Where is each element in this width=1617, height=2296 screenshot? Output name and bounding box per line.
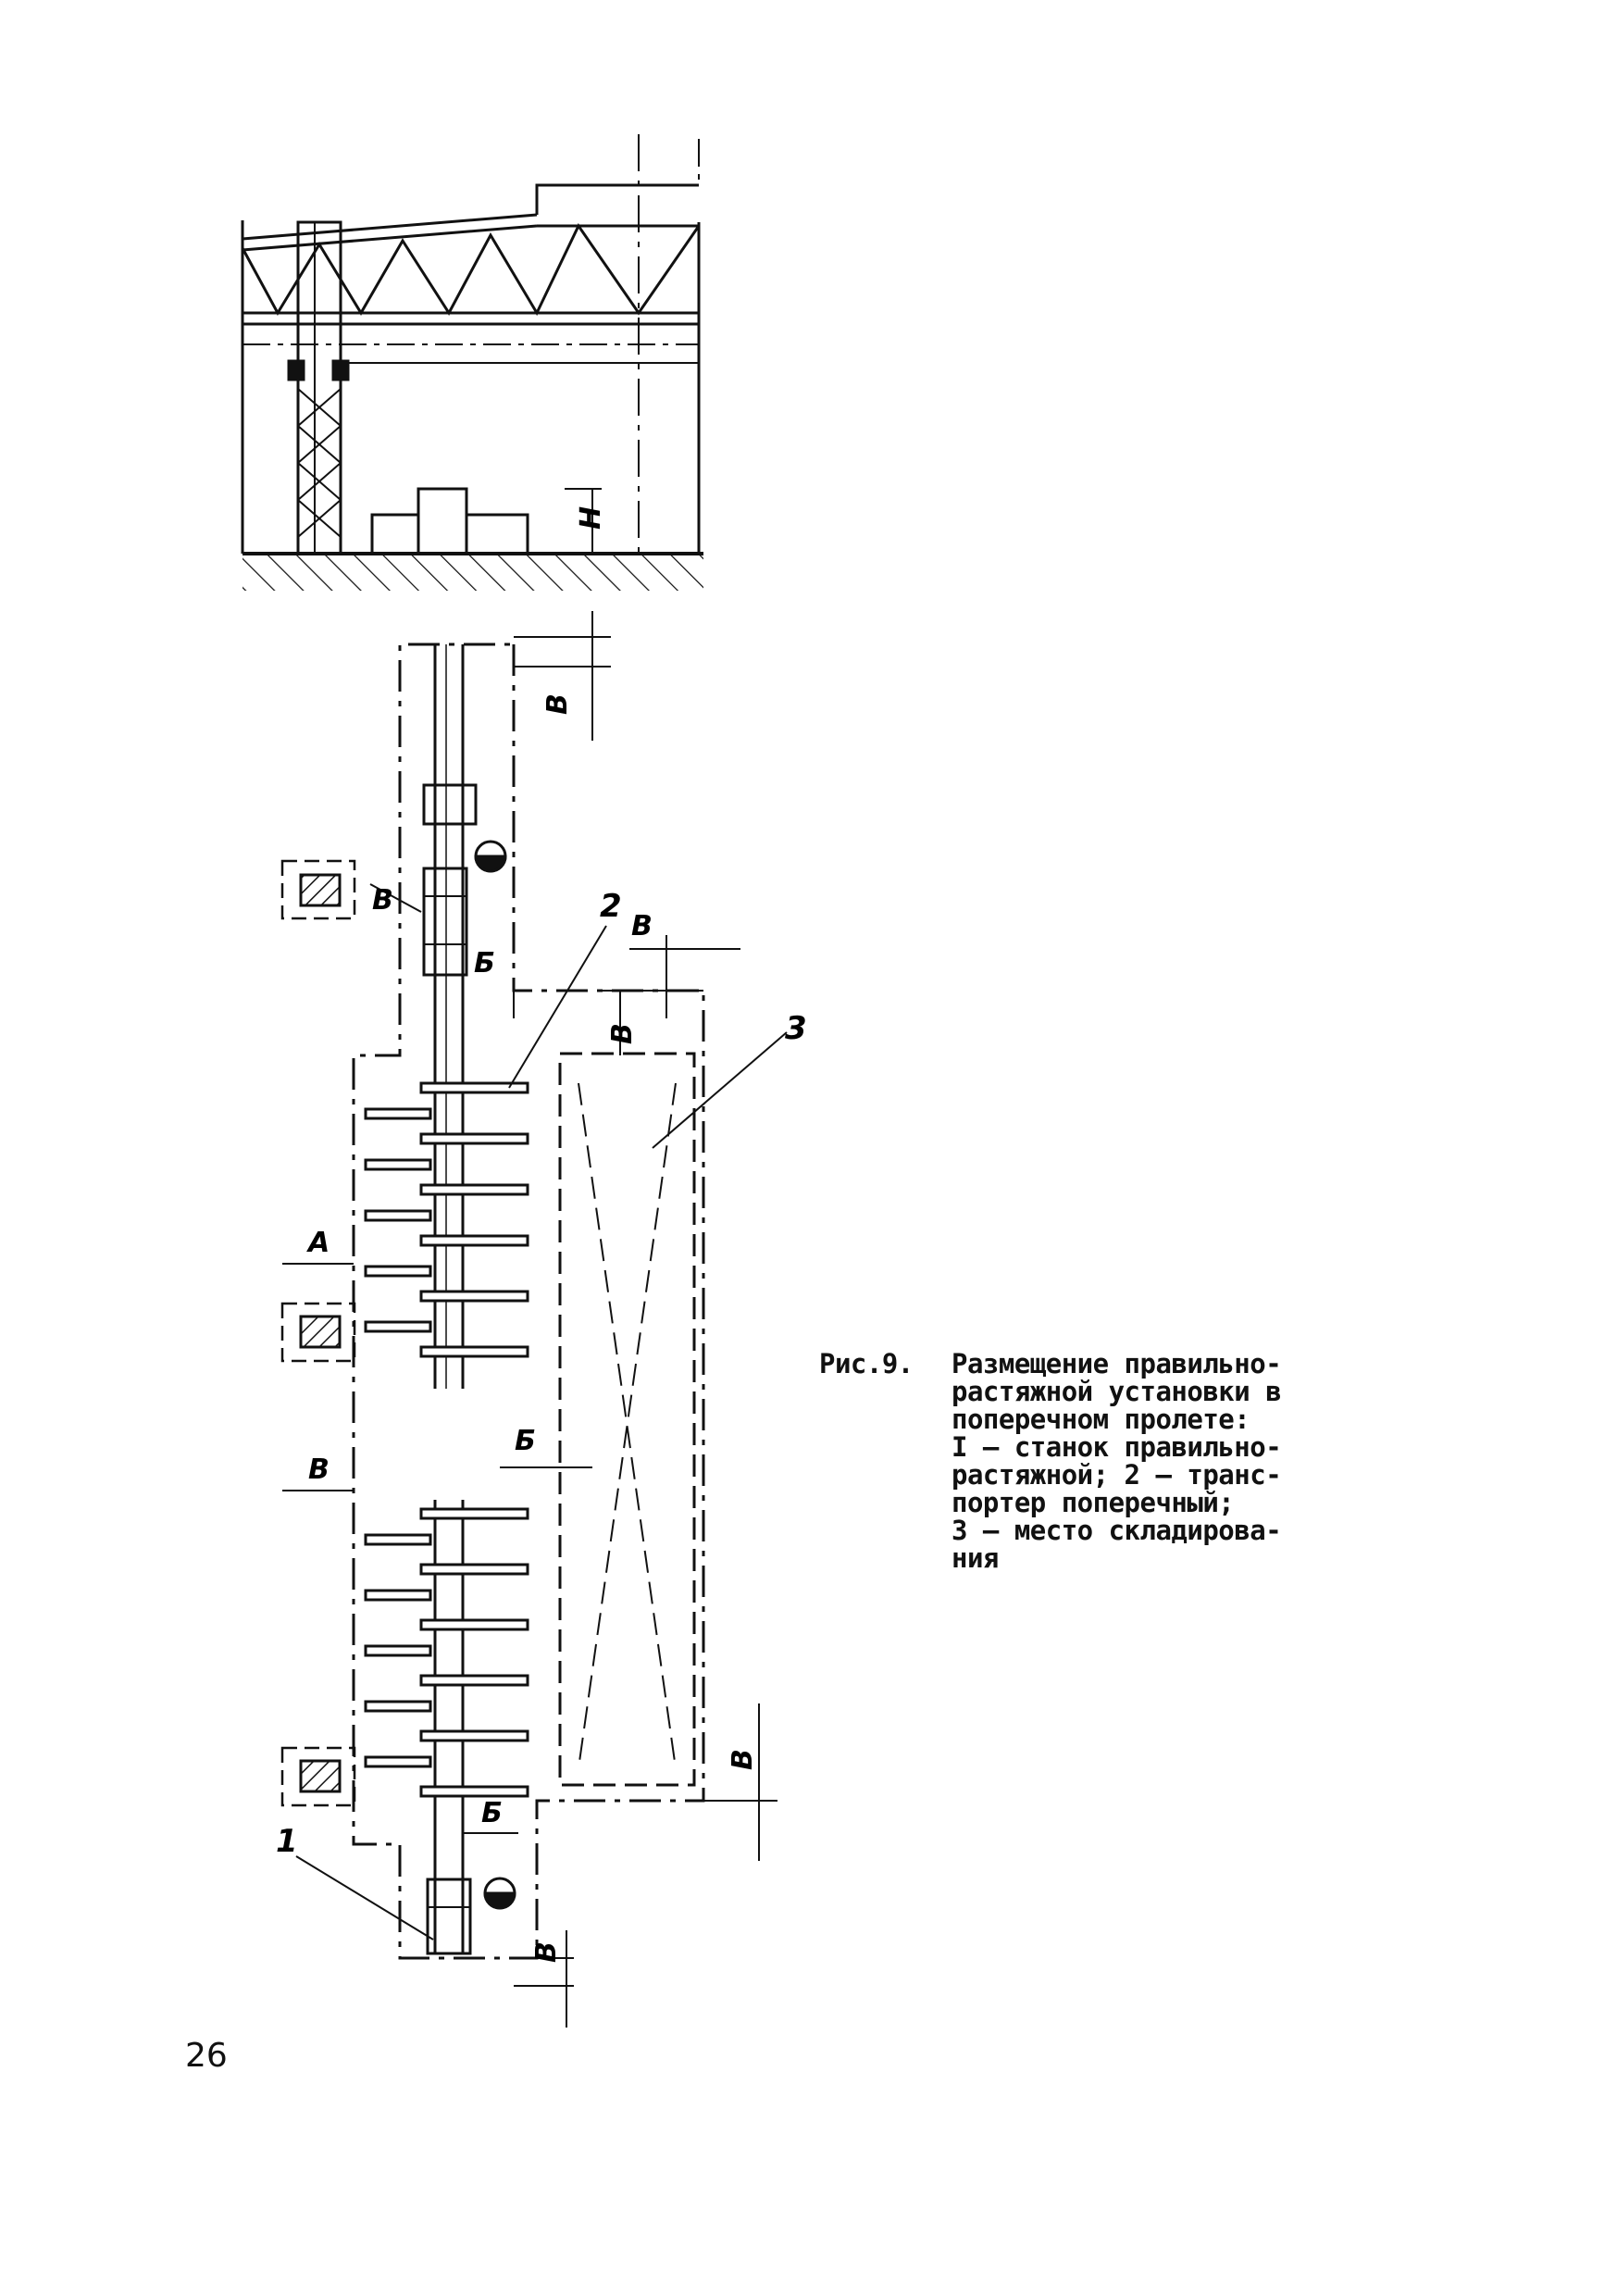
dim-label-b-left: В xyxy=(308,1454,330,1486)
figure-number: Рис.9. xyxy=(819,1348,914,1379)
dim-label-b-bottom: В xyxy=(530,1941,563,1963)
callout-3: 3 xyxy=(785,1010,807,1047)
callout-1: 1 xyxy=(276,1823,298,1860)
page-number: 26 xyxy=(185,2037,228,2075)
dim-label-a: А xyxy=(306,1227,330,1259)
plan-view xyxy=(280,611,788,2028)
operator-symbol-top xyxy=(474,840,507,873)
building-column-middle xyxy=(280,1302,356,1363)
dim-label-b-storage-bottom: В xyxy=(727,1749,759,1770)
building-section xyxy=(241,134,703,591)
dim-label-be-3: Б xyxy=(481,1797,503,1829)
dim-label-be-2: Б xyxy=(515,1425,536,1457)
dim-label-b-conveyor: В xyxy=(631,910,653,942)
dim-label-h: Н xyxy=(575,506,607,530)
conveyor-arms-upper xyxy=(364,1081,529,1358)
callout-2: 2 xyxy=(600,888,622,925)
operator-symbol-bottom xyxy=(483,1877,516,1910)
dim-label-b-storage-top: В xyxy=(606,1023,639,1044)
dim-label-be-1: Б xyxy=(474,947,495,980)
figure-caption-text: Размещение правильно- растяжной установк… xyxy=(952,1348,1282,1574)
storage-area xyxy=(558,1052,696,1787)
dim-label-b-top: В xyxy=(541,693,574,715)
building-column-top xyxy=(280,859,356,920)
dimension-lines xyxy=(282,611,788,2028)
building-column-bottom xyxy=(280,1746,356,1807)
conveyor-arms-lower xyxy=(364,1507,529,1798)
dim-label-b-column: В xyxy=(372,884,393,917)
